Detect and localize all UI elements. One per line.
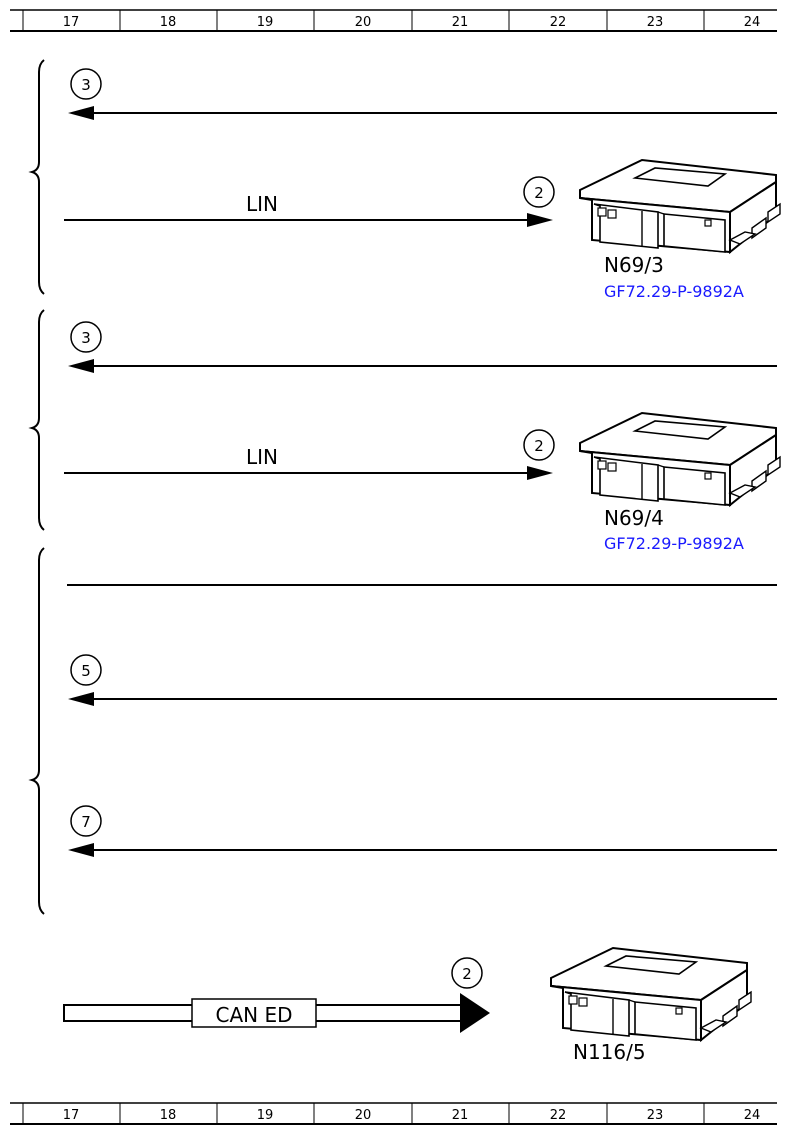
marker-number: 2 <box>462 965 472 983</box>
group-n69-4: 3 LIN 2 N69/4 GF72.29-P-9892A <box>28 309 781 553</box>
arrow-head-left <box>68 843 94 857</box>
can-arrow-head <box>460 993 490 1033</box>
ruler-col-18: 18 <box>160 15 177 30</box>
bus-label-lin: LIN <box>246 192 278 216</box>
can-bus-label: CAN ED <box>215 1003 292 1027</box>
marker-number: 5 <box>81 662 91 680</box>
control-unit-icon <box>579 159 781 253</box>
marker-number: 3 <box>81 329 91 347</box>
control-unit-icon <box>579 412 781 506</box>
marker-circle <box>70 321 102 353</box>
control-unit-icon <box>550 947 752 1041</box>
marker-number: 3 <box>81 76 91 94</box>
arrow-head-left <box>68 359 94 373</box>
arrow-head-right <box>527 213 553 227</box>
ruler-col-21: 21 <box>452 15 469 30</box>
ruler-col-17: 17 <box>63 15 80 30</box>
marker-number: 2 <box>534 437 544 455</box>
marker-circle <box>523 429 555 461</box>
ruler-col-24: 24 <box>744 1108 761 1123</box>
ruler-col-17: 17 <box>63 1108 80 1123</box>
marker-number: 2 <box>534 184 544 202</box>
can-bus-group: CAN ED 2 N116/5 <box>63 947 752 1064</box>
marker-circle <box>523 176 555 208</box>
group-signals: 5 7 <box>28 547 777 915</box>
module-name: N69/3 <box>604 253 664 277</box>
ruler-col-20: 20 <box>355 15 372 30</box>
arrow-head-left <box>68 106 94 120</box>
ruler-col-19: 19 <box>257 1108 274 1123</box>
ruler-col-22: 22 <box>550 15 567 30</box>
module-name: N116/5 <box>573 1040 646 1064</box>
ruler-col-21: 21 <box>452 1108 469 1123</box>
ruler-col-23: 23 <box>647 1108 664 1123</box>
marker-circle <box>70 654 102 686</box>
bottom-ruler: 17 18 19 20 21 22 23 24 <box>10 1102 777 1125</box>
module-name: N69/4 <box>604 506 664 530</box>
marker-circle <box>451 957 483 989</box>
top-ruler: 17 18 19 20 21 22 23 24 <box>10 9 777 32</box>
arrow-head-right <box>527 466 553 480</box>
group-brace <box>28 547 45 915</box>
ruler-col-19: 19 <box>257 15 274 30</box>
marker-circle <box>70 68 102 100</box>
can-label-box <box>191 998 317 1028</box>
marker-number: 7 <box>81 813 91 831</box>
ruler-col-24: 24 <box>744 15 761 30</box>
ruler-col-22: 22 <box>550 1108 567 1123</box>
ruler-col-18: 18 <box>160 1108 177 1123</box>
bus-label-lin: LIN <box>246 445 278 469</box>
ruler-col-23: 23 <box>647 15 664 30</box>
ruler-col-20: 20 <box>355 1108 372 1123</box>
module-reference-link[interactable]: GF72.29-P-9892A <box>604 282 744 301</box>
module-reference-link[interactable]: GF72.29-P-9892A <box>604 534 744 553</box>
group-brace <box>28 59 45 295</box>
arrow-head-left <box>68 692 94 706</box>
group-brace <box>28 309 45 531</box>
group-n69-3: 3 LIN 2 N69/3 GF72.29-P-9892A <box>28 59 781 301</box>
marker-circle <box>70 805 102 837</box>
